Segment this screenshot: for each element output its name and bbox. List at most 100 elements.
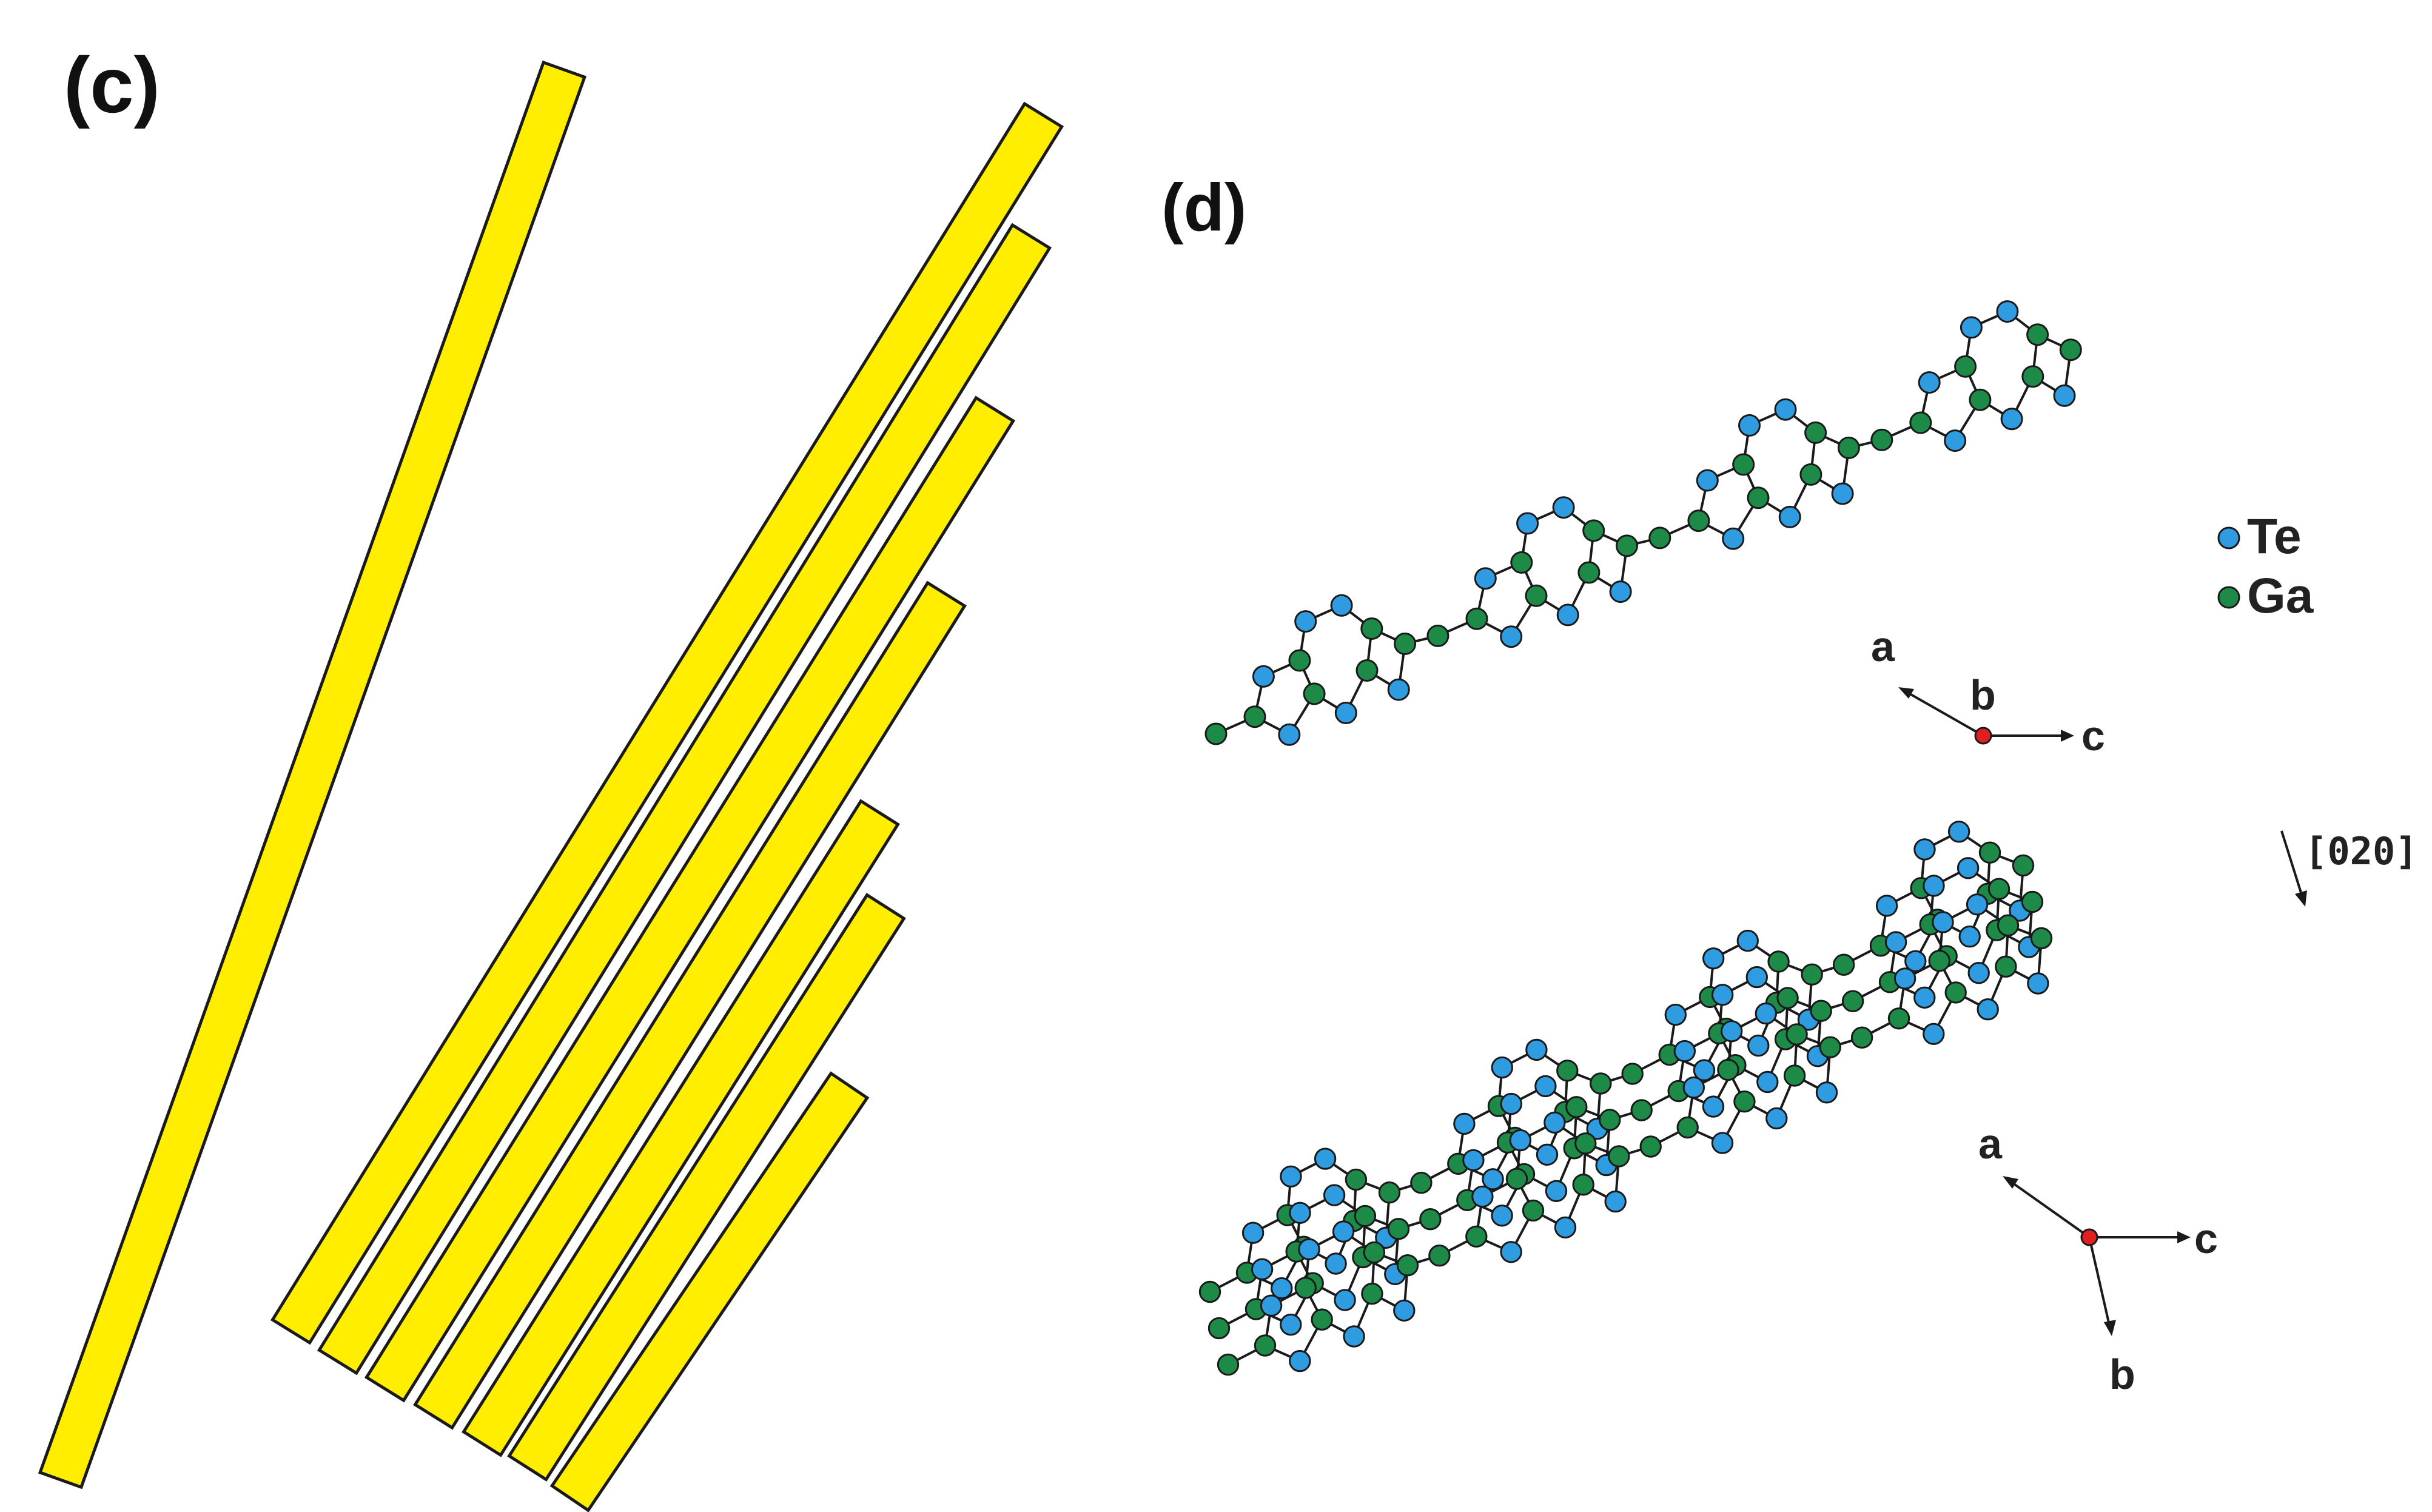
te-atom — [1314, 1147, 1337, 1170]
axis-top-a-label: a — [1871, 623, 1895, 670]
te-atom — [1875, 895, 1898, 917]
ga-atom — [1687, 509, 1710, 533]
ga-atom — [1465, 1225, 1488, 1248]
te-atom — [2000, 408, 2023, 431]
te-atom — [1923, 875, 1945, 897]
ga-atom — [1254, 1334, 1277, 1357]
ga-atom — [1997, 914, 2020, 936]
te-atom — [1923, 1023, 1945, 1046]
ga-atom — [1354, 1205, 1377, 1228]
axis-origin-top — [1974, 727, 1992, 745]
te-legend-label: Te — [2247, 509, 2302, 564]
te-atom — [1554, 1216, 1577, 1239]
ga-atom — [1599, 1109, 1621, 1131]
te-atom — [1536, 1143, 1559, 1166]
te-atom — [1815, 1081, 1838, 1104]
axis-bottom-a-label: a — [1978, 1120, 2003, 1168]
ga-atom — [1590, 1072, 1612, 1095]
te-atom — [1278, 723, 1301, 746]
ga-atom — [1465, 607, 1488, 630]
direction-arrowhead — [2295, 890, 2307, 907]
ga-atom — [1303, 682, 1326, 705]
ga-atom — [2059, 338, 2082, 361]
te-atom — [1534, 1075, 1557, 1098]
te-atom — [1552, 496, 1575, 519]
te-atom — [1944, 429, 1967, 452]
te-atom — [1251, 1258, 1274, 1280]
ga-atom — [1870, 428, 1893, 451]
te-atom — [1913, 986, 1936, 1009]
ga-atom — [1850, 1026, 1873, 1049]
te-atom — [1702, 947, 1725, 970]
te-atom — [1913, 838, 1936, 861]
ga-atom — [1574, 1132, 1597, 1155]
single-chain-structure — [1204, 300, 2082, 746]
te-atom — [1289, 1349, 1311, 1373]
te-atom — [1500, 1092, 1523, 1115]
te-atom — [1525, 1038, 1548, 1061]
te-atom — [1957, 857, 1980, 879]
nanorod-8 — [549, 1071, 870, 1512]
axis-a-arrow — [1905, 690, 1984, 737]
ga-atom — [1810, 1000, 1832, 1022]
axes-indicator-top: a b c — [1871, 623, 2105, 759]
ga-atom — [1887, 1007, 1910, 1030]
axis-b-arrowhead-bottom — [2104, 1320, 2116, 1336]
te-atom — [1967, 962, 1990, 984]
te-atom — [1932, 911, 1954, 933]
te-atom — [1260, 1294, 1283, 1317]
te-atom — [1673, 1040, 1696, 1063]
te-atom — [1722, 527, 1745, 550]
nanorod-1 — [38, 60, 587, 1490]
ga-atom — [1928, 950, 1950, 972]
te-legend-marker — [2217, 526, 2240, 549]
direction-label: [020] — [2305, 829, 2418, 873]
te-atom — [1556, 603, 1579, 627]
te-atom — [1884, 931, 1907, 953]
ga-atom — [2021, 890, 2044, 913]
te-atom — [1509, 1129, 1532, 1152]
ga-atom — [1288, 649, 1311, 672]
ga-atom — [1767, 950, 1790, 973]
nanorod-4 — [364, 395, 1016, 1403]
te-atom — [1482, 1168, 1504, 1191]
ga-atom — [1505, 1168, 1528, 1190]
ga-atom — [1944, 981, 1967, 1004]
te-atom — [1711, 1132, 1734, 1154]
ga-atom — [2026, 323, 2049, 346]
te-atom — [2027, 972, 2049, 995]
ga-atom — [1837, 436, 1860, 459]
ga-atom — [1776, 987, 1799, 1009]
te-atom — [1387, 678, 1410, 701]
te-atom — [1516, 512, 1539, 535]
te-atom — [1711, 984, 1734, 1006]
nanorod-7 — [507, 893, 906, 1482]
te-atom — [1721, 1020, 1743, 1043]
ga-legend-label: Ga — [2247, 568, 2314, 623]
ga-atom — [1361, 1282, 1383, 1305]
te-atom — [1334, 702, 1357, 724]
axis-top-c-label: c — [2081, 712, 2105, 759]
te-atom — [1289, 1201, 1311, 1225]
te-atom — [1774, 398, 1797, 421]
axis-b-arrow-bottom — [2088, 1237, 2111, 1326]
ga-atom — [1582, 519, 1605, 542]
ga-atom — [1294, 1277, 1317, 1299]
ga-atom — [2012, 854, 2035, 877]
te-atom — [1271, 1277, 1293, 1300]
ga-atom — [1360, 617, 1383, 640]
ga-atom — [1510, 551, 1533, 574]
te-atom — [1693, 1059, 1716, 1081]
atom-legend: Te Ga — [2217, 509, 2314, 623]
ga-atom — [1387, 1218, 1410, 1240]
te-atom — [1604, 1190, 1627, 1213]
ga-atom — [1198, 1280, 1221, 1303]
nanorod-6 — [462, 799, 900, 1457]
te-atom — [1682, 1076, 1705, 1099]
ga-atom — [1243, 705, 1266, 728]
ga-atom — [1733, 1090, 1756, 1113]
ga-atom — [2030, 927, 2053, 950]
ga-atom — [1394, 633, 1417, 655]
nanorod-5 — [413, 580, 967, 1430]
ga-atom — [1525, 584, 1548, 607]
